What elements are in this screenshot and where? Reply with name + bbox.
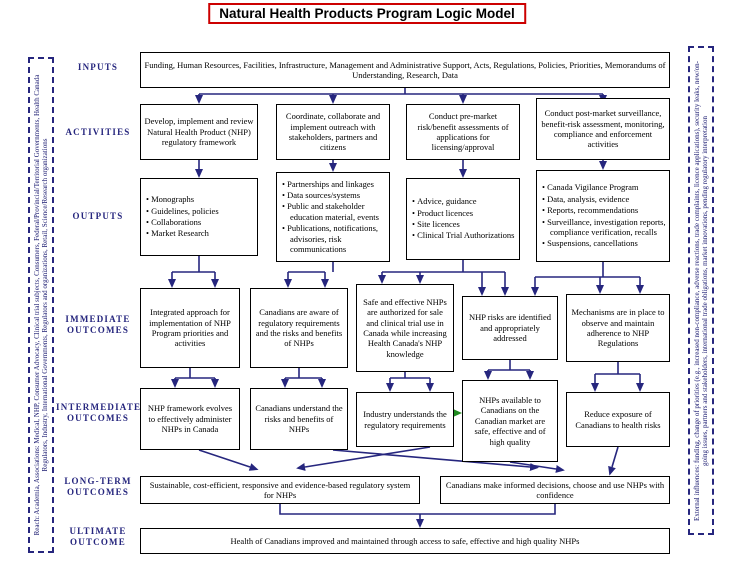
intermediate-box-1: NHP framework evolves to effectively adm… bbox=[140, 388, 240, 450]
list-item: Product licences bbox=[412, 208, 517, 218]
outputs-list-2: Partnerships and linkages Data sources/s… bbox=[282, 179, 387, 256]
list-item: Clinical Trial Authorizations bbox=[412, 230, 517, 240]
intermediate-box-2: Canadians understand the risks and benef… bbox=[250, 388, 348, 450]
outputs-list-3: Advice, guidance Product licences Site l… bbox=[412, 196, 517, 241]
page-title: Natural Health Products Program Logic Mo… bbox=[208, 3, 526, 24]
list-item: Canada Vigilance Program bbox=[542, 182, 667, 192]
outputs-box-4: Canada Vigilance Program Data, analysis,… bbox=[536, 170, 670, 262]
list-item: Surveillance, investigation reports, com… bbox=[542, 217, 667, 238]
row-label-outputs: OUTPUTS bbox=[72, 211, 124, 221]
outputs-box-3: Advice, guidance Product licences Site l… bbox=[406, 178, 520, 260]
ultimate-outcome-box: Health of Canadians improved and maintai… bbox=[140, 528, 670, 554]
outputs-list-4: Canada Vigilance Program Data, analysis,… bbox=[542, 182, 667, 249]
row-label-immediate-outcomes: IMMEDIATE OUTCOMES bbox=[65, 314, 131, 336]
list-item: Data, analysis, evidence bbox=[542, 194, 667, 204]
activity-box-4: Conduct post-market surveillance, benefi… bbox=[536, 98, 670, 160]
outputs-box-2: Partnerships and linkages Data sources/s… bbox=[276, 172, 390, 262]
row-label-inputs: INPUTS bbox=[77, 62, 119, 72]
list-item: Monographs bbox=[146, 194, 255, 204]
row-label-long-term-outcomes: LONG-TERM OUTCOMES bbox=[64, 476, 132, 498]
immediate-box-3: Safe and effective NHPs are authorized f… bbox=[356, 284, 454, 372]
outputs-list-1: Monographs Guidelines, policies Collabor… bbox=[146, 194, 255, 239]
intermediate-box-4: NHPs available to Canadians on the Canad… bbox=[462, 380, 558, 462]
connector-arrows bbox=[168, 94, 644, 528]
inputs-box: Funding, Human Resources, Facilities, In… bbox=[140, 52, 670, 88]
immediate-box-1: Integrated approach for implementation o… bbox=[140, 288, 240, 368]
reach-sidebar: Reach: Academia, Associations: Medical, … bbox=[28, 57, 54, 553]
row-label-activities: ACTIVITIES bbox=[65, 127, 131, 137]
long-term-box-1: Sustainable, cost-efficient, responsive … bbox=[140, 476, 420, 504]
list-item: Guidelines, policies bbox=[146, 206, 255, 216]
intermediate-box-5: Reduce exposure of Canadians to health r… bbox=[566, 392, 670, 447]
list-item: Market Research bbox=[146, 228, 255, 238]
list-item: Suspensions, cancellations bbox=[542, 238, 667, 248]
immediate-box-2: Canadians are aware of regulatory requir… bbox=[250, 288, 348, 368]
intermediate-box-3: Industry understands the regulatory requ… bbox=[356, 392, 454, 447]
list-item: Partnerships and linkages bbox=[282, 179, 387, 189]
list-item: Reports, recommendations bbox=[542, 205, 667, 215]
list-item: Data sources/systems bbox=[282, 190, 387, 200]
activity-box-1: Develop, implement and review Natural He… bbox=[140, 104, 258, 160]
external-influences-sidebar: External influences: funding, change of … bbox=[688, 46, 714, 535]
immediate-box-4: NHP risks are identified and appropriate… bbox=[462, 296, 558, 360]
list-item: Collaborations bbox=[146, 217, 255, 227]
row-label-intermediate-outcomes: INTERMEDIATE OUTCOMES bbox=[56, 402, 142, 424]
outputs-box-1: Monographs Guidelines, policies Collabor… bbox=[140, 178, 258, 256]
row-label-ultimate-outcome: ULTIMATE OUTCOME bbox=[69, 526, 127, 548]
list-item: Advice, guidance bbox=[412, 196, 517, 206]
list-item: Public and stakeholder education materia… bbox=[282, 201, 387, 222]
connector-trunks bbox=[172, 88, 640, 515]
list-item: Publications, notifications, advisories,… bbox=[282, 223, 387, 254]
list-item: Site licences bbox=[412, 219, 517, 229]
activity-box-2: Coordinate, collaborate and implement ou… bbox=[276, 104, 390, 160]
long-term-box-2: Canadians make informed decisions, choos… bbox=[440, 476, 670, 504]
immediate-box-5: Mechanisms are in place to observe and m… bbox=[566, 294, 670, 362]
activity-box-3: Conduct pre-market risk/benefit assessme… bbox=[406, 104, 520, 160]
external-influences-text: External influences: funding, change of … bbox=[692, 60, 709, 521]
reach-sidebar-text: Reach: Academia, Associations: Medical, … bbox=[32, 74, 49, 536]
